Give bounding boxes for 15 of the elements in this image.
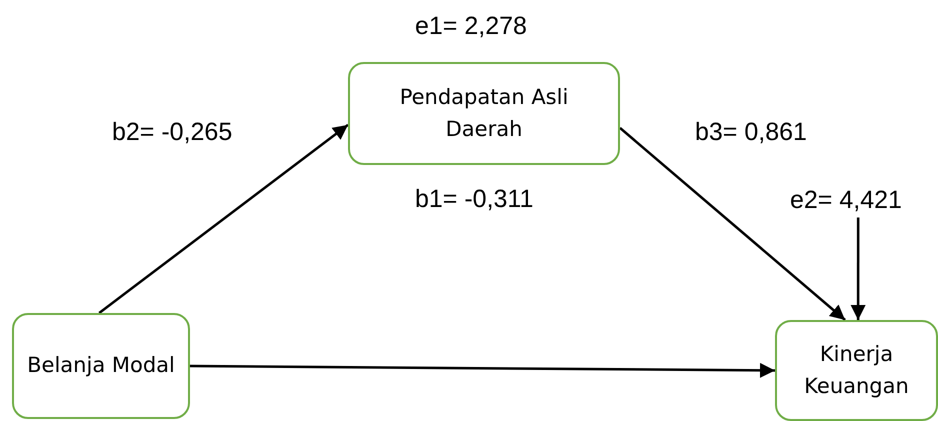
variable-box (348, 62, 620, 165)
variable-box (775, 320, 938, 421)
coefficient-label: e1= 2,278 (415, 12, 527, 41)
arrow (850, 218, 866, 320)
coefficient-label: b2= -0,265 (112, 118, 232, 147)
variable-name: Kinerja Keuangan (803, 341, 910, 400)
arrow (98, 124, 349, 314)
arrow (190, 362, 775, 378)
coefficient-label: b3= 0,861 (695, 118, 807, 147)
variable-box (12, 313, 190, 419)
variable-name: Pendapatan Asli Daerah (398, 84, 570, 142)
error-term-label: e2= 4,421 (790, 186, 902, 215)
variable-name: Belanja Modal (27, 352, 175, 380)
arrow (619, 126, 846, 321)
coefficient-label: b1= -0,311 (415, 185, 534, 214)
